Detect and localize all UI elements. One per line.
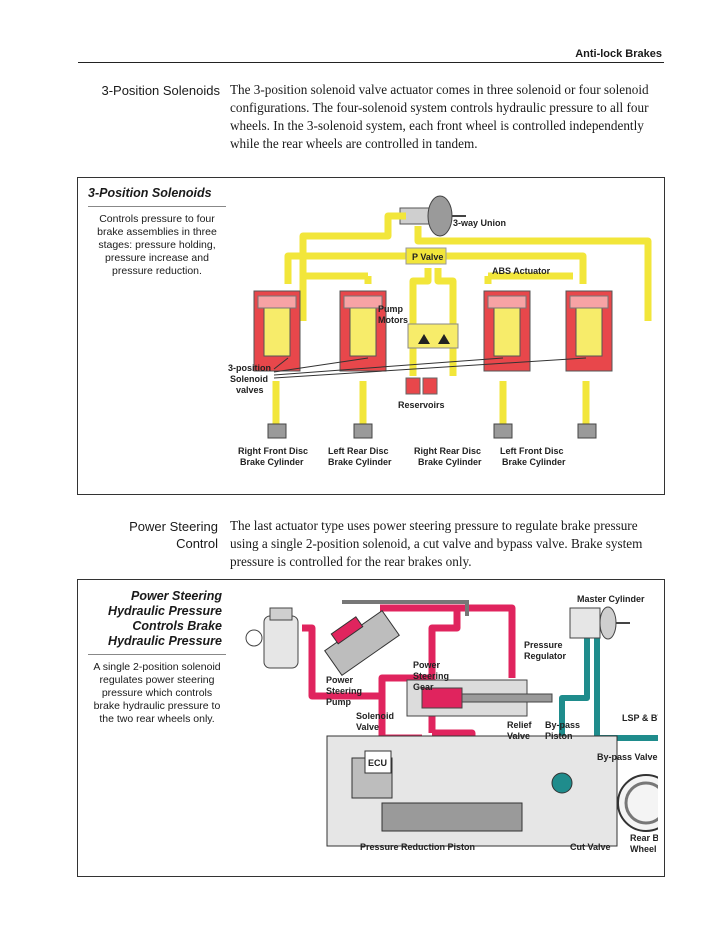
rr-label-2: Brake Cylinder xyxy=(418,457,482,467)
header-rule xyxy=(78,62,664,63)
hydraulic-lines xyxy=(272,212,652,431)
figure1-caption: Controls pressure to four brake assembli… xyxy=(97,213,217,277)
figure1-title: 3-Position Solenoids xyxy=(88,186,212,200)
figure2-title-line2: Hydraulic Pressure xyxy=(108,604,222,618)
solenoid-valve-4 xyxy=(565,290,613,372)
solenoid-valve-3 xyxy=(483,290,531,372)
bypass-valve-label: By-pass Valve xyxy=(597,752,658,762)
rr-label-1: Right Rear Disc xyxy=(414,446,481,456)
lr-label-2: Brake Cylinder xyxy=(328,457,392,467)
solenoid-label-2: Solenoid xyxy=(230,374,268,384)
master-cylinder-label: Master Cylinder xyxy=(577,594,645,604)
reservoirs-label: Reservoirs xyxy=(398,400,445,410)
pressure-regulator-label-1: Pressure xyxy=(524,640,563,650)
rf-label-1: Right Front Disc xyxy=(238,446,308,456)
figure2-caption: A single 2-position solenoid regulates p… xyxy=(93,661,221,725)
pressure-regulator-label-2: Regulator xyxy=(524,651,567,661)
abs-actuator-diagram: P Valve 3-way Union ABS Actuator xyxy=(228,195,652,467)
rear-brake-label-1: Rear Brake xyxy=(630,833,658,843)
solenoid-label-3: valves xyxy=(236,385,264,395)
figure2-title-line4: Hydraulic Pressure xyxy=(108,634,222,648)
lf-label-1: Left Front Disc xyxy=(500,446,564,456)
p-valve: P Valve xyxy=(405,247,447,265)
lr-label-1: Left Rear Disc xyxy=(328,446,389,456)
figure2-box: Power Steering Hydraulic Pressure Contro… xyxy=(77,579,665,877)
rf-label-2: Brake Cylinder xyxy=(240,457,304,467)
section2-label-line2: Control xyxy=(176,536,218,551)
ps-gear-label-3: Gear xyxy=(413,682,434,692)
solenoid-valve-label-1: Solenoid xyxy=(356,711,394,721)
pump-motors xyxy=(407,323,459,349)
ps-pump-label-3: Pump xyxy=(326,697,352,707)
figure1-box: 3-Position Solenoids Controls pressure t… xyxy=(77,177,665,495)
reservoirs xyxy=(405,377,438,395)
pump-motors-label-2: Motors xyxy=(378,315,408,325)
ps-pump-label-2: Steering xyxy=(326,686,362,696)
brake-booster xyxy=(399,195,466,237)
solenoid-leader-lines xyxy=(273,357,587,379)
solenoid-valve-2 xyxy=(339,290,387,372)
lf-label-2: Brake Cylinder xyxy=(502,457,566,467)
power-steering-pump xyxy=(245,607,299,669)
running-header: Anti-lock Brakes xyxy=(575,48,662,60)
ps-pump-label-1: Power xyxy=(326,675,354,685)
power-steering-diagram: ECU Master Cylinder Pressure Regulator P… xyxy=(245,594,658,854)
ps-gear-label-2: Steering xyxy=(413,671,449,681)
cut-valve-label: Cut Valve xyxy=(570,842,611,852)
ecu: ECU xyxy=(364,750,392,774)
section2-paragraph: The last actuator type uses power steeri… xyxy=(230,518,643,569)
ecu-label: ECU xyxy=(368,758,387,768)
pump-motors-label-1: Pump xyxy=(378,304,404,314)
lsp-bv-label: LSP & BV xyxy=(622,713,658,723)
power-steering-gear xyxy=(324,609,400,677)
brake-cylinders xyxy=(267,423,597,439)
relief-valve-label-1: Relief xyxy=(507,720,533,730)
section1-paragraph: The 3-position solenoid valve actuator c… xyxy=(230,82,649,151)
figure2-rule xyxy=(88,654,226,655)
rear-brake-drum-drawing xyxy=(617,774,658,832)
ps-gear-label-1: Power xyxy=(413,660,441,670)
solenoid-label-1: 3-position xyxy=(228,363,271,373)
solenoid-valve-1 xyxy=(253,290,301,372)
abs-actuator-label: ABS Actuator xyxy=(492,266,551,276)
return-line xyxy=(342,600,469,616)
section1-label: 3-Position Solenoids xyxy=(101,83,220,98)
bypass-piston-label-2: Piston xyxy=(545,731,573,741)
figure1-rule xyxy=(88,206,226,207)
pressure-reduction-piston-label: Pressure Reduction Piston xyxy=(360,842,475,852)
section2-label-line1: Power Steering xyxy=(129,519,218,534)
solenoid-valve-label-2: Valve xyxy=(356,722,379,732)
figure2-title-line1: Power Steering xyxy=(131,589,222,603)
figure2-title-line3: Controls Brake xyxy=(132,619,222,633)
three-way-union-label: 3-way Union xyxy=(453,218,506,228)
rear-brake-label-2: Wheel Cylinder xyxy=(630,844,658,854)
bypass-piston-label-1: By-pass xyxy=(545,720,580,730)
master-cylinder xyxy=(569,606,630,640)
p-valve-label: P Valve xyxy=(412,252,443,262)
relief-valve-label-2: Valve xyxy=(507,731,530,741)
